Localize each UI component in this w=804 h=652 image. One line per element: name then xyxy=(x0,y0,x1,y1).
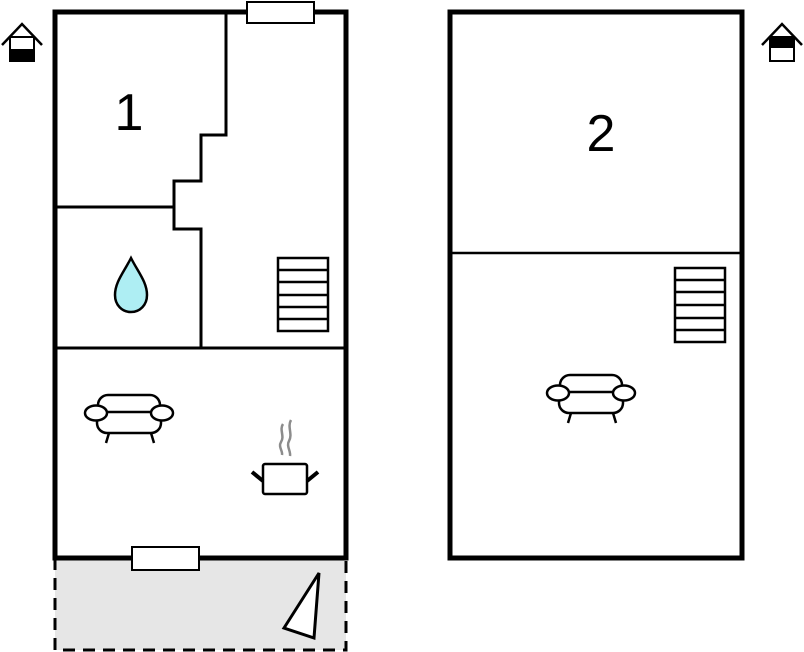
door-bottom xyxy=(131,546,200,571)
floor-1-plan: 1 xyxy=(52,1,349,652)
interior-walls xyxy=(56,12,345,350)
floor-1-outer-wall xyxy=(52,9,349,561)
room-label-2: 2 xyxy=(587,105,616,163)
stairs-icon xyxy=(673,266,727,344)
stairs-icon xyxy=(276,256,330,333)
cooking-pot-icon xyxy=(250,419,320,496)
armchair-icon xyxy=(83,393,175,444)
water-drop-icon xyxy=(113,255,149,314)
ground-floor-icon xyxy=(1,22,43,62)
armchair-icon xyxy=(545,373,637,424)
window-top xyxy=(246,1,315,24)
room-label-1: 1 xyxy=(115,84,144,142)
floor-2-outer-wall xyxy=(447,9,745,561)
compass-pointer-icon xyxy=(281,572,321,641)
floor-2-plan: 2 xyxy=(447,9,745,561)
upper-floor-icon xyxy=(761,22,803,62)
